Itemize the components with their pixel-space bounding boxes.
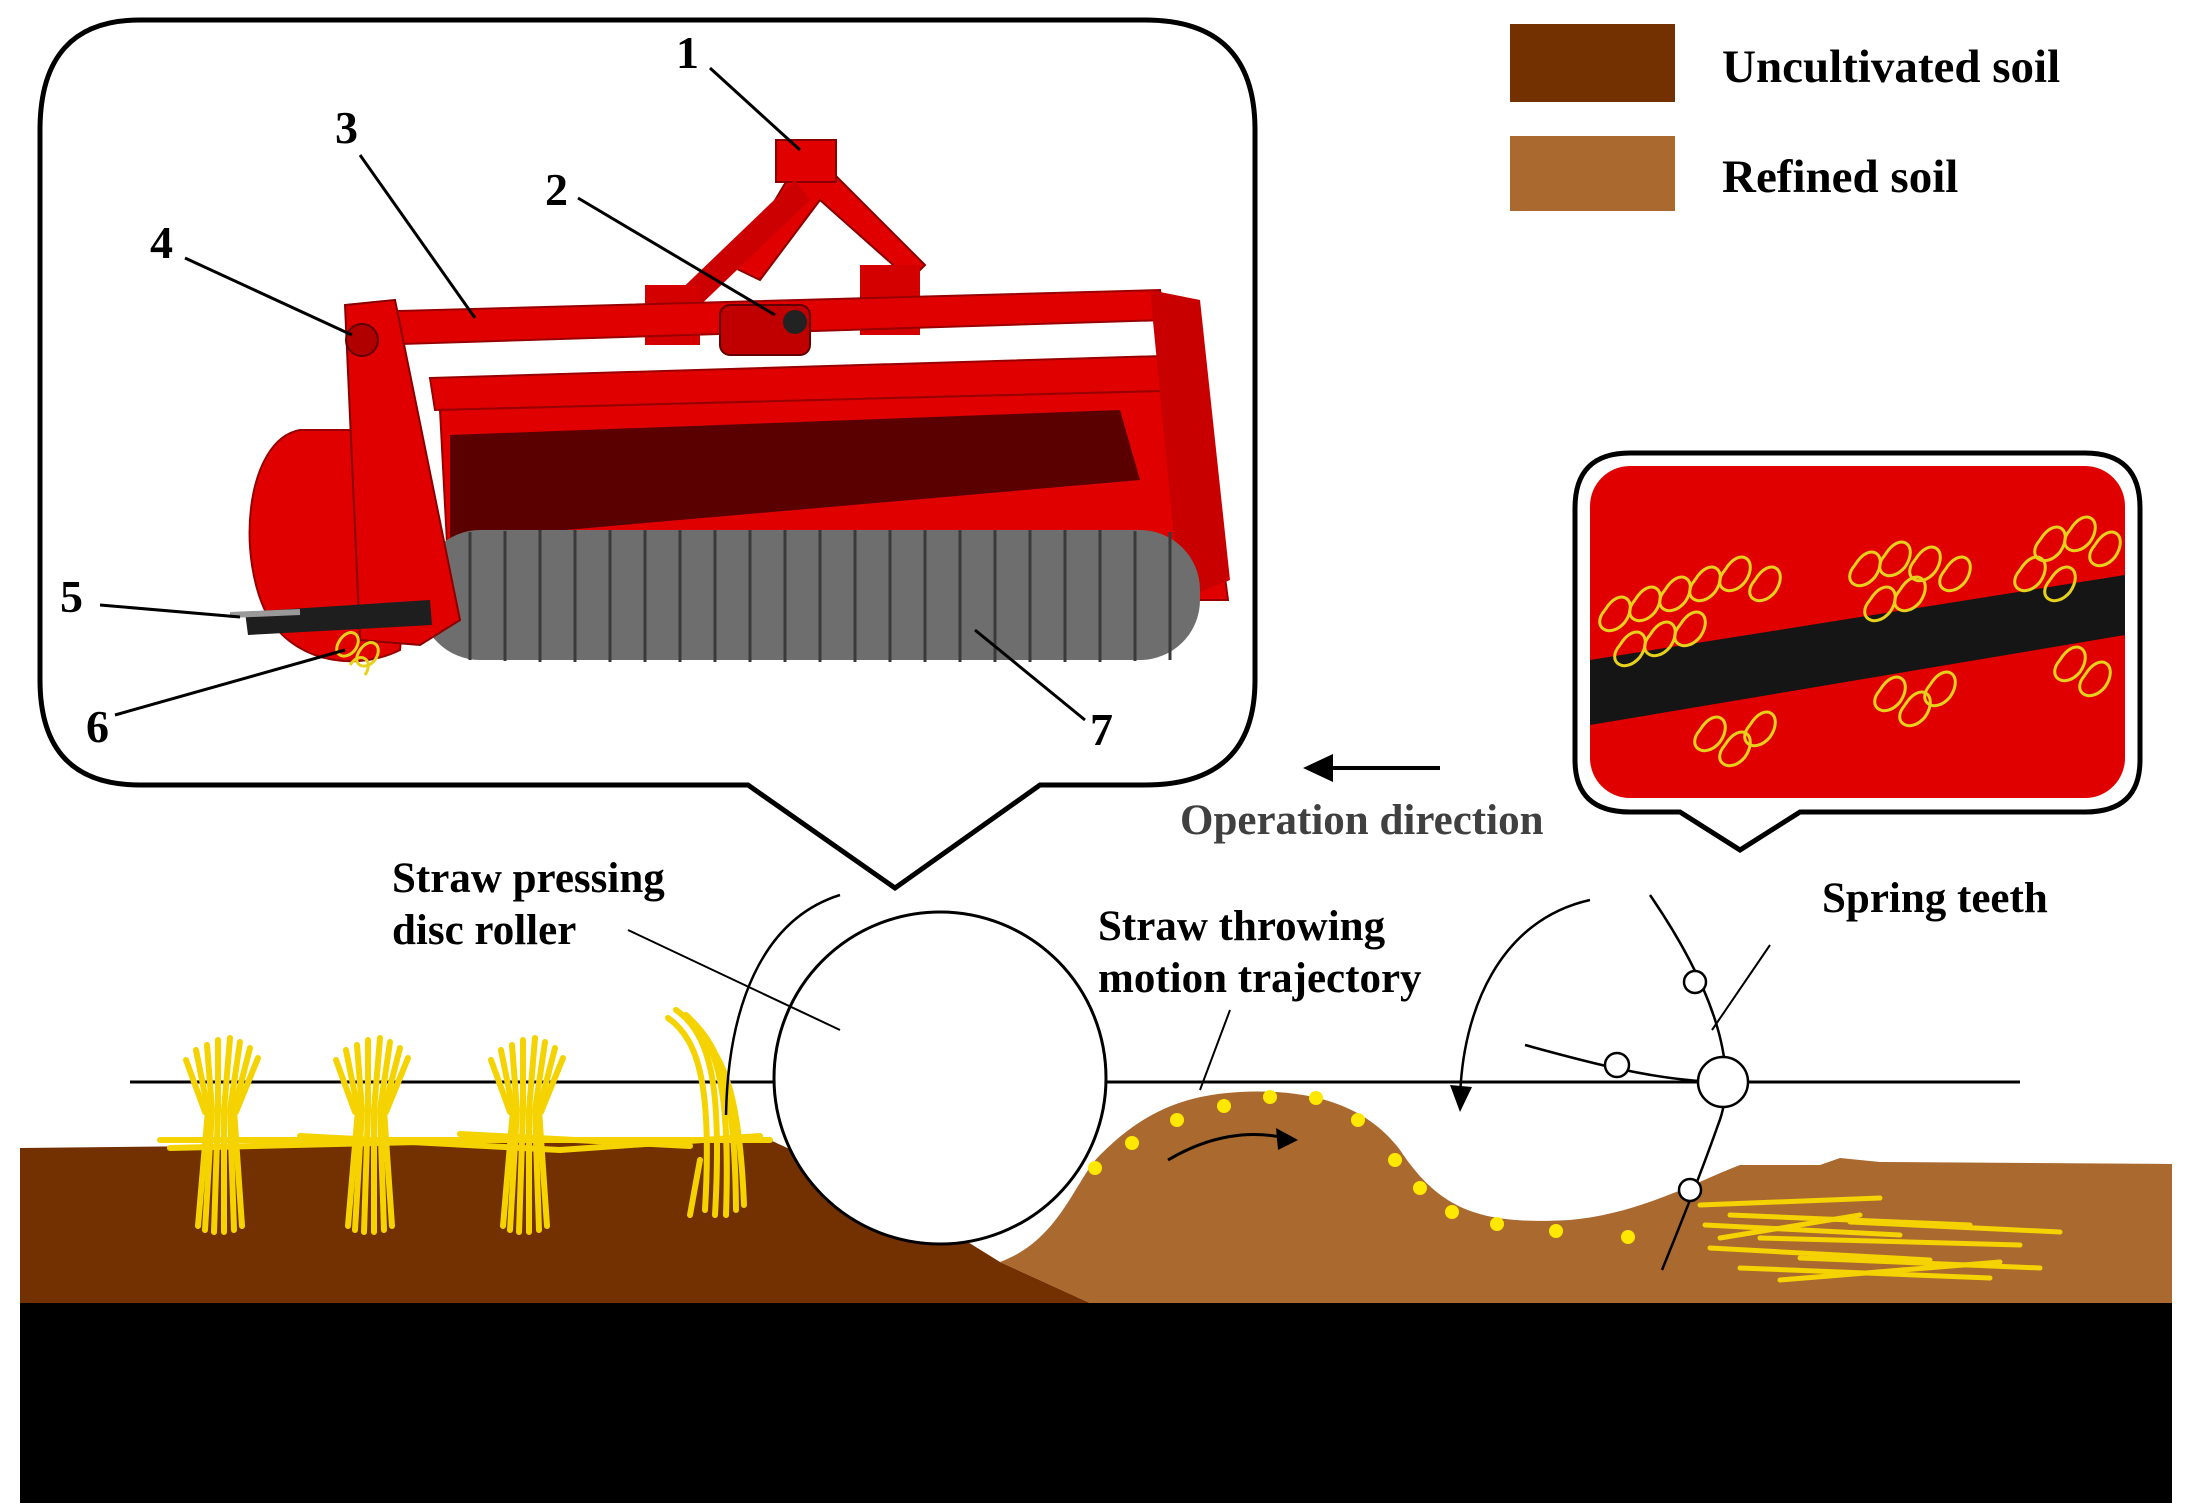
spring-teeth-leader-line xyxy=(1711,944,1771,1031)
hitch-left-arm xyxy=(670,180,810,315)
trajectory-label-line2: motion trajectory xyxy=(1098,955,1422,1002)
tooth-rotor-shaft xyxy=(245,600,432,635)
trajectory-label: Straw throwing motion trajectory xyxy=(1098,903,1422,1002)
tooth-tip-top xyxy=(1682,969,1708,995)
arm-pivot xyxy=(345,323,379,357)
spring-teeth-schematic xyxy=(1450,894,1771,1271)
legend-label-uncultivated: Uncultivated soil xyxy=(1722,41,2060,93)
straw-bundle-3 xyxy=(488,1035,566,1235)
gearbox-input-shaft xyxy=(783,310,807,334)
machine-callout: 1 2 3 4 5 6 7 xyxy=(37,17,1258,892)
disc-roller-label-line2: disc roller xyxy=(392,907,576,954)
right-side-panel xyxy=(1150,290,1230,600)
fallen-straw-line xyxy=(157,1131,773,1153)
part-number-3: 3 xyxy=(335,102,358,153)
legend-swatch-uncultivated xyxy=(1510,24,1675,102)
shaft-end xyxy=(229,609,301,618)
tooth-tip-bottom xyxy=(1677,1177,1703,1203)
rotary-tiller-machine xyxy=(229,139,1230,676)
standing-straw xyxy=(157,1007,773,1235)
part-number-2: 2 xyxy=(545,164,568,215)
rotor-center xyxy=(1696,1055,1750,1109)
tooth-tip-left xyxy=(1603,1051,1631,1079)
ground xyxy=(20,1080,2172,1503)
rotation-arrowhead xyxy=(1450,1085,1472,1112)
disc-roller-schematic xyxy=(627,893,1108,1246)
trajectory-arrowhead xyxy=(1276,1128,1298,1150)
rotor-cover-shadow xyxy=(450,410,1140,540)
roller-support-arm xyxy=(343,298,462,647)
trajectory-dots xyxy=(1088,1090,1635,1244)
disc-roller-drum xyxy=(420,530,1200,662)
straw-trajectory xyxy=(1088,1009,1635,1244)
disc-roller-circle xyxy=(772,910,1108,1246)
teeth-coils xyxy=(1598,515,2122,768)
teeth-detail-callout xyxy=(1572,450,2143,853)
trajectory-leader-line xyxy=(1199,1009,1231,1091)
straw-bundle-4-bent xyxy=(665,1007,747,1218)
part-number-5: 5 xyxy=(60,571,83,622)
operation-direction: Operation direction xyxy=(1180,754,1544,844)
trajectory-label-line1: Straw throwing xyxy=(1098,903,1386,950)
disc-roller-rotation-arc xyxy=(724,893,841,1116)
hitch-top-plate xyxy=(775,139,837,183)
part-number-7: 7 xyxy=(1090,704,1113,755)
part-number-1: 1 xyxy=(676,27,699,78)
part-number-4: 4 xyxy=(150,217,173,268)
spring-tooth-trace xyxy=(1648,894,1728,1271)
part-number-6: 6 xyxy=(86,701,109,752)
disc-roller-label: Straw pressing disc roller xyxy=(392,855,676,954)
refined-soil xyxy=(1000,1091,2172,1303)
part-leader-lines xyxy=(99,66,1086,722)
part-numbers: 1 2 3 4 5 6 7 xyxy=(60,27,1113,755)
straw-bundle-2 xyxy=(333,1035,411,1235)
legend: Uncultivated soil Refined soil xyxy=(1510,24,2060,211)
trajectory-arrow xyxy=(1167,1133,1286,1162)
operation-direction-label: Operation direction xyxy=(1180,797,1544,844)
bedrock-layer xyxy=(20,1303,2172,1503)
straw-bundle-1 xyxy=(183,1035,261,1235)
disc-roller-label-line1: Straw pressing xyxy=(392,855,665,902)
legend-swatch-refined xyxy=(1510,136,1675,211)
disc-roller-leader-line xyxy=(627,929,841,1031)
legend-label-refined: Refined soil xyxy=(1722,151,1958,203)
spring-teeth-rotation-arc xyxy=(1458,898,1591,1101)
spring-teeth-label: Spring teeth xyxy=(1822,875,2048,922)
flattened-straw-pile xyxy=(1697,1195,2063,1283)
teeth-detail-shaft xyxy=(1590,575,2125,725)
direction-arrowhead xyxy=(1303,754,1333,782)
